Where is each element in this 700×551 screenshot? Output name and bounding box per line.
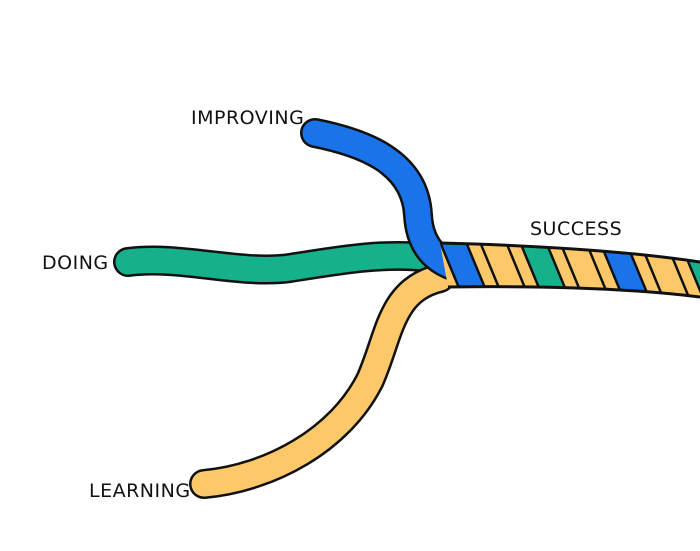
rope-twist-segment [598, 243, 652, 297]
success-label: SUCCESS [530, 218, 623, 240]
success-rope [439, 241, 700, 299]
rope-twist-segment [558, 243, 612, 297]
learning-strand-fill [191, 265, 453, 497]
doing-strand-fill [115, 243, 445, 283]
learning-label: LEARNING [89, 480, 191, 502]
rope-twist-segment [518, 243, 572, 297]
doing-label: DOING [42, 252, 109, 274]
learning-strand [189, 263, 455, 499]
improving-label: IMPROVING [191, 107, 305, 129]
doing-strand [113, 240, 447, 285]
